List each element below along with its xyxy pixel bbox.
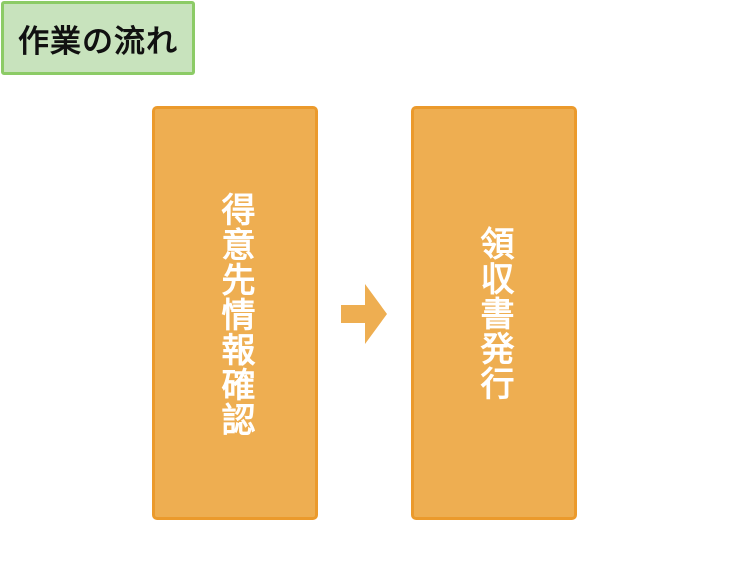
title-box: 作業の流れ (1, 1, 195, 75)
diagram-title: 作業の流れ (18, 23, 178, 60)
right-arrow-icon (341, 284, 387, 344)
step-label-customer-info: 得意先情報確認 (215, 192, 255, 437)
step-box-customer-info: 得意先情報確認 (152, 106, 318, 520)
step-box-receipt: 領収書発行 (411, 106, 577, 520)
step-label-receipt: 領収書発行 (474, 226, 514, 401)
